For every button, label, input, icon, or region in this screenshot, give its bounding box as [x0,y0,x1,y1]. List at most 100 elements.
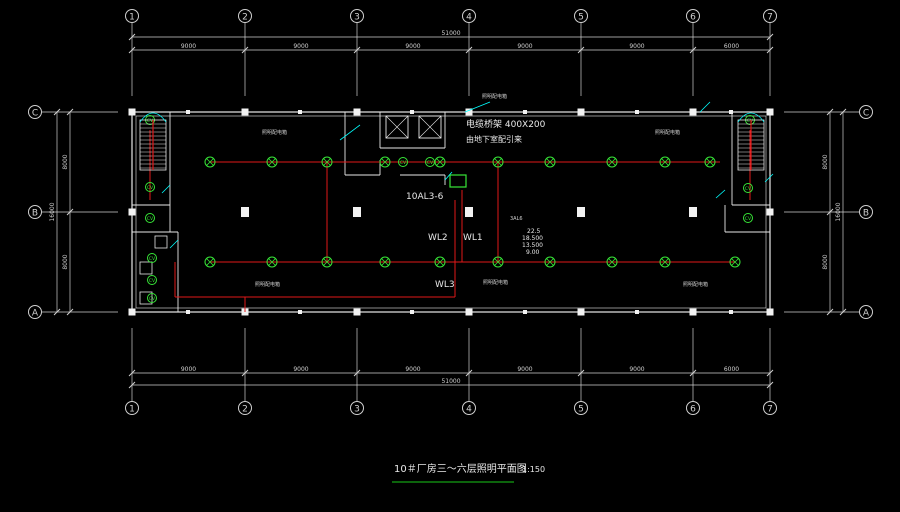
light-fixture [379,156,391,168]
light-fixture [659,156,671,168]
small-tag: 照明配电箱 [255,281,280,288]
dimension-tick [53,108,61,116]
fixture-cross [436,258,444,266]
column [186,110,190,114]
stair-arc [737,112,765,123]
dimension-tick [128,46,136,54]
column [577,308,585,316]
toilet-fixture [139,261,153,275]
leader-line [169,239,179,249]
axis-label: 1 [129,13,135,23]
panel-label: 10AL3-6 [406,192,444,202]
fixture-cross [206,158,214,166]
dimension-tick [766,369,774,377]
column [128,108,136,116]
dimension-tick [766,46,774,54]
axis-bubble [28,205,42,219]
axis-label: B [32,209,38,219]
dimension-bay: 9000 [629,366,644,373]
light-fixture [321,256,333,268]
level-4: 9.00 [526,249,540,256]
fixture-cross [381,258,389,266]
fixture-cross [661,258,669,266]
stair-light-fixture [145,182,155,192]
dimension-tick [766,381,774,389]
interior-column [241,207,249,217]
axis-bubble [462,401,476,415]
column [353,308,361,316]
dimension-bay: 9000 [517,366,532,373]
stair-light-label: CV [149,256,156,262]
column [577,108,585,116]
leader-line [715,189,726,199]
light-fixture [606,156,618,168]
level-3: 13.500 [522,242,543,249]
column [766,308,774,316]
fixture-cross [608,258,616,266]
dimension-tick [128,381,136,389]
leader-line [161,184,171,194]
fixture-cross [323,158,331,166]
stair-light-fixture [743,183,753,193]
fixture-cross [731,258,739,266]
dimension-bay: 9000 [405,43,420,50]
dimension-total: 16000 [49,202,56,221]
axis-label: C [32,109,38,119]
dimension-tick [53,308,61,316]
dimension-tick [826,308,834,316]
stair-light-label: CV [149,296,156,302]
column [465,308,473,316]
dimension-bay: 9000 [293,43,308,50]
axis-bubble [859,105,873,119]
interior-column [577,207,585,217]
column [298,110,302,114]
stair-light-label: CV [147,118,154,124]
fixture-cross [494,258,502,266]
inner-wall [135,115,767,309]
dimension-tick [353,46,361,54]
column [298,310,302,314]
axis-label: 1 [129,405,135,415]
column [689,308,697,316]
fixture-cross [436,158,444,166]
dimension-tick [66,108,74,116]
axis-label: 5 [578,13,584,23]
dimension-tick [839,308,847,316]
axis-label: 4 [466,13,472,23]
stair-light-fixture [743,213,753,223]
column [241,108,249,116]
dimension-total: 16000 [835,202,842,221]
circuit-label-wl3: WL3 [435,280,455,290]
dimension-tick [826,108,834,116]
dimension-span: 8000 [822,154,829,169]
interior-column [353,207,361,217]
column [465,108,473,116]
small-tag: 照明配电箱 [482,93,507,100]
light-fixture [321,156,333,168]
dimension-tick [839,108,847,116]
stairwells [139,112,765,171]
dimension-bay: 9000 [293,366,308,373]
dimension-tick [128,33,136,41]
dimension-tick [66,208,74,216]
elevator-shaft [418,115,442,139]
axis-label: C [863,109,869,119]
small-tag: 照明配电箱 [683,281,708,288]
distribution-panel [449,174,467,188]
light-fixture [434,256,446,268]
light-fixture [544,256,556,268]
dimension-total: 51000 [441,30,460,37]
leader-line [444,171,453,181]
axis-label: 4 [466,405,472,415]
cable-tray-note: 由地下室配引来 [466,134,522,144]
axis-label: 5 [578,405,584,415]
toilet-fixture [139,291,153,305]
column [353,108,361,116]
light-fixture [492,156,504,168]
column [128,308,136,316]
small-tag: 照明配电箱 [655,129,680,136]
dimension-tick [465,46,473,54]
column [523,110,527,114]
column [635,110,639,114]
